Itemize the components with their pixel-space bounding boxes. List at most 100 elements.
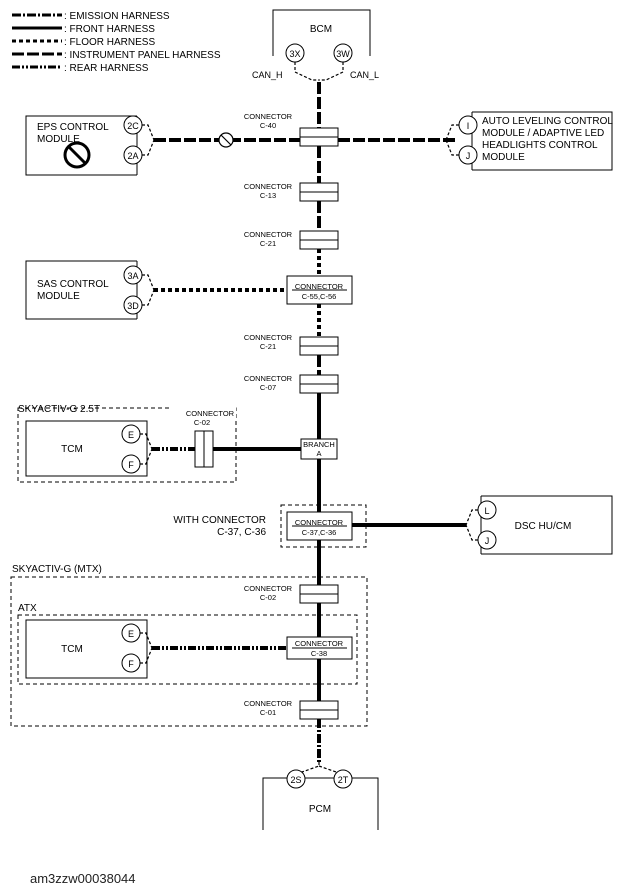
c01-label-2: C-01 — [260, 708, 276, 717]
sas-pin-3d-label: 3D — [127, 301, 139, 311]
c37-label-1: CONNECTOR — [295, 518, 344, 527]
bcm-pigtail — [294, 62, 344, 81]
tcm-25t-pin-f-label: F — [128, 460, 134, 470]
connector-c02-trunk: CONNECTOR C-02 — [244, 584, 339, 604]
c21a-label-2: C-21 — [260, 239, 276, 248]
auto-leveling-line-2: MODULE / ADAPTIVE LED — [482, 128, 604, 139]
with-connector-c37-c36: WITH CONNECTOR C-37, C-36 CONNECTOR C-37… — [173, 504, 367, 548]
branch-a: BRANCH A — [300, 438, 338, 460]
skyactiv-mtx-label: SKYACTIV-G (MTX) — [12, 564, 102, 575]
eps-title-2: MODULE — [37, 134, 80, 145]
legend-label-floor: : FLOOR HARNESS — [64, 37, 155, 48]
dsc-title: DSC HU/CM — [515, 521, 572, 532]
tcm-25t-title: TCM — [61, 444, 83, 455]
with-connector-label-2: C-37, C-36 — [217, 527, 266, 538]
c01-label-1: CONNECTOR — [244, 699, 293, 708]
sas-box — [25, 260, 137, 320]
c40-label-2: C-40 — [260, 121, 276, 130]
can-l-label: CAN_L — [350, 70, 379, 80]
c07-label-1: CONNECTOR — [244, 374, 293, 383]
sas-pigtail — [142, 274, 155, 306]
c21a-label-1: CONNECTOR — [244, 230, 293, 239]
tcm-atx-pigtail — [140, 632, 153, 664]
harness-legend: : EMISSION HARNESS : FRONT HARNESS : FLO… — [12, 11, 221, 74]
auto-leveling-module: AUTO LEVELING CONTROL MODULE / ADAPTIVE … — [445, 111, 613, 171]
dsc-module: DSC HU/CM L J — [465, 495, 613, 555]
skyactiv-mtx-frame — [10, 576, 368, 727]
pcm-box — [262, 777, 379, 830]
c21b-label-2: C-21 — [260, 342, 276, 351]
bcm-title: BCM — [310, 24, 332, 35]
auto-leveling-line-3: HEADLIGHTS CONTROL — [482, 140, 598, 151]
pcm-pin-2t-label: 2T — [338, 775, 349, 785]
with-connector-label-1: WITH CONNECTOR — [173, 515, 266, 526]
sas-control-module: SAS CONTROL MODULE 3A 3D — [25, 260, 287, 320]
legend-label-front: : FRONT HARNESS — [64, 24, 155, 35]
eps-line-prohibition-icon — [218, 132, 234, 148]
legend-label-rear: : REAR HARNESS — [64, 63, 149, 74]
eps-pin-2a-label: 2A — [127, 151, 138, 161]
connector-c07: CONNECTOR C-07 — [244, 374, 339, 394]
sas-title-2: MODULE — [37, 291, 80, 302]
c07-label-2: C-07 — [260, 383, 276, 392]
dsc-pin-l-label: L — [484, 506, 489, 516]
legend-label-emission: : EMISSION HARNESS — [64, 11, 170, 22]
tcm-atx-pin-f-label: F — [128, 659, 134, 669]
connector-c40: CONNECTOR C-40 — [244, 112, 339, 147]
skyactiv-25t-group: SKYACTIV-G 2.5T TCM E F CONNECTOR C-02 — [17, 404, 301, 483]
c02b-label-2: C-02 — [260, 593, 276, 602]
sas-pin-3a-label: 3A — [127, 271, 138, 281]
pcm-module: 2S 2T PCM — [262, 762, 379, 830]
eps-control-module: EPS CONTROL MODULE 2C 2A — [25, 115, 300, 176]
c02a-label-1: CONNECTOR — [186, 409, 235, 418]
c13-label-1: CONNECTOR — [244, 182, 293, 191]
pcm-pin-2s-label: 2S — [290, 775, 301, 785]
pcm-pin-2s — [286, 769, 306, 789]
c02a-label-2: C-02 — [194, 418, 210, 427]
pcm-title: PCM — [309, 804, 331, 815]
c21b-label-1: CONNECTOR — [244, 333, 293, 342]
can-h-label: CAN_H — [252, 70, 283, 80]
connector-c38: CONNECTOR C-38 — [286, 636, 353, 660]
tcm-25t-pin-e-label: E — [128, 430, 134, 440]
atx-frame — [17, 614, 358, 685]
eps-box — [25, 115, 137, 176]
auto-leveling-pin-i-label: I — [467, 121, 470, 131]
eps-title-1: EPS CONTROL — [37, 122, 109, 133]
tcm-atx-pin-e-label: E — [128, 629, 134, 639]
bcm-box — [272, 9, 371, 56]
auto-leveling-line-1: AUTO LEVELING CONTROL — [482, 116, 613, 127]
connector-c13: CONNECTOR C-13 — [244, 182, 339, 202]
tcm-25t-pigtail — [140, 433, 153, 465]
eps-pigtail — [142, 124, 155, 156]
prohibition-icon — [63, 141, 91, 169]
dsc-pin-j-label: J — [485, 536, 490, 546]
auto-leveling-pin-j-label: J — [466, 151, 471, 161]
connector-c21-upper: CONNECTOR C-21 — [244, 230, 339, 250]
c38-label-2: C-38 — [311, 649, 327, 658]
skyactiv-mtx-group: SKYACTIV-G (MTX) — [10, 564, 368, 727]
c37-label-2: C-37,C-36 — [302, 528, 337, 537]
c40-label-1: CONNECTOR — [244, 112, 293, 121]
legend-label-instrument-panel: : INSTRUMENT PANEL HARNESS — [64, 50, 221, 61]
bcm-pin-3x-label: 3X — [289, 49, 300, 59]
connector-c55-c56: CONNECTOR C-55,C-56 — [286, 275, 353, 305]
branch-a-label-1: BRANCH — [303, 440, 335, 449]
tcm-atx-title: TCM — [61, 644, 83, 655]
skyactiv-25t-label: SKYACTIV-G 2.5T — [18, 404, 100, 415]
skyactiv-25t-frame — [17, 407, 237, 483]
c02b-label-1: CONNECTOR — [244, 584, 293, 593]
connector-c01: CONNECTOR C-01 — [244, 699, 339, 720]
auto-leveling-line-4: MODULE — [482, 152, 525, 163]
auto-leveling-pigtail — [445, 124, 459, 156]
pcm-pin-2t — [333, 769, 353, 789]
branch-a-body — [300, 438, 338, 460]
pcm-pigtail — [296, 762, 342, 773]
dsc-pigtail — [465, 509, 478, 541]
branch-a-label-2: A — [316, 449, 321, 458]
connector-c21-lower: CONNECTOR C-21 — [244, 333, 339, 356]
eps-pin-2c-label: 2C — [127, 121, 139, 131]
bcm-pin-3w-label: 3W — [336, 49, 350, 59]
auto-leveling-box — [472, 111, 613, 171]
